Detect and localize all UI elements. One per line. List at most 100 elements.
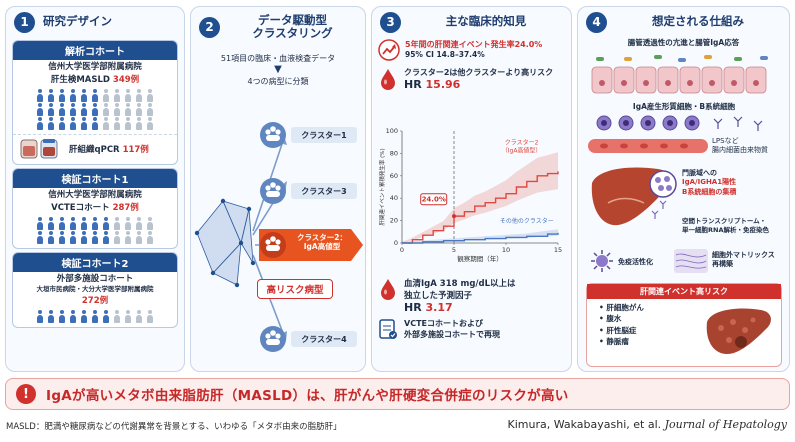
cirrhotic-liver-icon (706, 308, 771, 354)
plasma-cell-label: IgA産生形質細胞・B系統細胞 (632, 102, 736, 111)
ci-band-1 (402, 229, 558, 243)
series-label: クラスター2 (505, 138, 539, 146)
gut-derived-label: 腸内細菌由来物質 (712, 146, 768, 155)
validation-cohort-1: 検証コホート1 信州大学医学部附属病院 VCTEコホート 287例 (12, 168, 178, 250)
cluster2-highlight-arrow (259, 229, 363, 261)
cluster-diagram (194, 122, 363, 352)
ecm-fiber-icon (674, 249, 708, 273)
lps-label: LPSなど (712, 137, 739, 145)
network-polyhedron-icon (196, 200, 254, 286)
panel-title: 研究デザイン (43, 14, 112, 29)
risk-item: 肝細胞がん (606, 303, 644, 312)
y-tick-label: 40 (390, 194, 398, 202)
cluster1-label: クラスター1 (291, 127, 357, 143)
panel-title-line1: データ駆動型 (258, 12, 327, 27)
callout-label: 24.0% (422, 196, 446, 204)
cluster2-label: クラスター2： (296, 233, 348, 242)
series-label: その他のクラスター (500, 217, 554, 225)
omics-label-1: 空間トランスクリプトーム・ (682, 217, 767, 225)
x-tick-label: 0 (400, 246, 404, 254)
callout-point (452, 214, 456, 219)
gut-epithelium-icon (591, 55, 768, 94)
cohort-count: 349例 (112, 75, 140, 86)
panel-title: 想定される仕組み (652, 14, 744, 29)
citation-authors: Kimura, Wakabayashi, et al. (507, 418, 665, 431)
checklist-icon (379, 319, 397, 339)
panel-number: 3 (380, 11, 401, 33)
clustering-panel: 2 データ駆動型 クラスタリング 51項目の臨床・血液検査データ ▼ 4つの病型… (190, 6, 366, 372)
alert-icon: ! (16, 384, 36, 404)
cohort-header: 検証コホート1 (13, 169, 177, 189)
people-icons (29, 307, 161, 327)
risk-box: 肝関連イベント高リスク • 肝細胞がん • 腹水 • 肝性脳症 • 静脈瘤 (586, 283, 782, 367)
citation-journal: Journal of Hepatology (664, 418, 787, 431)
portal-label: 門脈域への (682, 169, 717, 177)
incidence-text: 5年間の肝関連イベント発生率24.0% (405, 40, 543, 49)
panel-title-line2: クラスタリング (252, 26, 333, 40)
cohort-count: 272例 (81, 295, 109, 306)
conclusion-text: IgAが高いメタボ由来脂肪肝（MASLD）は、肝がんや肝硬変合併症のリスクが高い (46, 388, 569, 404)
validation-cohort-2: 検証コホート2 外部多施設コホート 大垣市民病院・大分大学医学部附属病院 272… (12, 252, 178, 328)
sample-label: 肝組織qPCR (69, 144, 123, 155)
cohort-header: 解析コホート (13, 41, 177, 60)
cohort-label: 肝生検MASLD (50, 75, 113, 86)
hr-label: HR (404, 301, 426, 314)
panel-number: 2 (199, 16, 220, 38)
sample-tubes-icon (20, 139, 58, 159)
ecm-label: 細胞外マトリックス (712, 251, 775, 259)
infiltrate-magnifier-icon (649, 170, 677, 198)
immune-activation-icon (591, 250, 613, 272)
study-design-panel: 1 研究デザイン 解析コホート 信州大学医学部附属病院 肝生検MASLD 349… (5, 6, 185, 372)
high-risk-label: 高リスク病型 (257, 279, 333, 299)
callout-box (420, 193, 448, 206)
y-tick-label: 20 (390, 217, 398, 225)
portal-vein-icon (588, 139, 708, 153)
y-tick-label: 60 (390, 172, 398, 180)
gut-label: 腸管透過性の亢進と腸管IgA応答 (627, 38, 740, 47)
cohort-label: 外部多施設コホート (56, 274, 134, 285)
hr-value: 3.17 (425, 301, 453, 314)
hospital-names: 大垣市民病院・大分大学医学部附属病院 (36, 285, 154, 294)
y-tick-label: 0 (394, 239, 398, 247)
people-icons (29, 214, 161, 248)
conclusion-banner: ! IgAが高いメタボ由来脂肪肝（MASLD）は、肝がんや肝硬変合併症のリスクが… (5, 378, 790, 410)
cohort-header: 検証コホート2 (13, 253, 177, 273)
replication-text-2: 外部多施設コホートで再現 (404, 330, 500, 339)
cluster3-label: クラスター3 (291, 183, 357, 199)
series-line-1 (402, 232, 559, 244)
hr-label: HR (404, 78, 426, 91)
iga-threshold-text: 血清IgA 318 mg/dL以上は (404, 279, 516, 289)
x-tick-label: 15 (554, 246, 562, 254)
replication-text-1: VCTEコホートおよび (404, 319, 483, 328)
panel-number: 4 (586, 11, 607, 33)
immune-label: 免疫活性化 (618, 258, 653, 266)
people-icons (29, 86, 161, 134)
remodeling-label: 再構築 (712, 260, 733, 269)
plasma-cells-icon (596, 115, 763, 131)
hospital-name: 信州大学医学部附属病院 (48, 62, 142, 72)
x-tick-label: 5 (452, 246, 456, 254)
series-line-0 (402, 171, 559, 244)
clinical-findings-panel: 3 主な臨床的知見 5年間の肝関連イベント発生率24.0% 95% CI 14.… (371, 6, 572, 372)
cluster2-subtype: IgA高値型 (303, 242, 341, 252)
blood-drop-icon (381, 279, 395, 300)
trend-up-icon (378, 39, 400, 61)
citation: Kimura, Wakabayashi, et al. Journal of H… (507, 418, 787, 431)
classification-label: 4つの病型に分類 (247, 77, 309, 86)
risk-item: 腹水 (606, 314, 622, 324)
omics-label-2: 単一細胞RNA解析・免疫染色 (682, 225, 769, 234)
panel-number: 1 (14, 11, 35, 33)
confidence-interval: 95% CI 14.8–37.4% (405, 50, 485, 59)
x-axis-label: 観察期間（年） (457, 254, 503, 263)
cohort-count: 287例 (112, 203, 139, 214)
sample-count: 117例 (122, 144, 149, 155)
x-tick-label: 10 (502, 246, 510, 254)
risk-title: 肝関連イベント高リスク (587, 284, 781, 299)
risk-item: 静脈瘤 (606, 336, 629, 346)
ci-band-0 (402, 152, 558, 243)
input-data-label: 51項目の臨床・血液検査データ (220, 54, 336, 63)
y-axis-label: 肝関連イベント累積発生率 (%) (378, 148, 386, 225)
iga-positive-label: IgA/IGHA1陽性 (682, 178, 737, 187)
